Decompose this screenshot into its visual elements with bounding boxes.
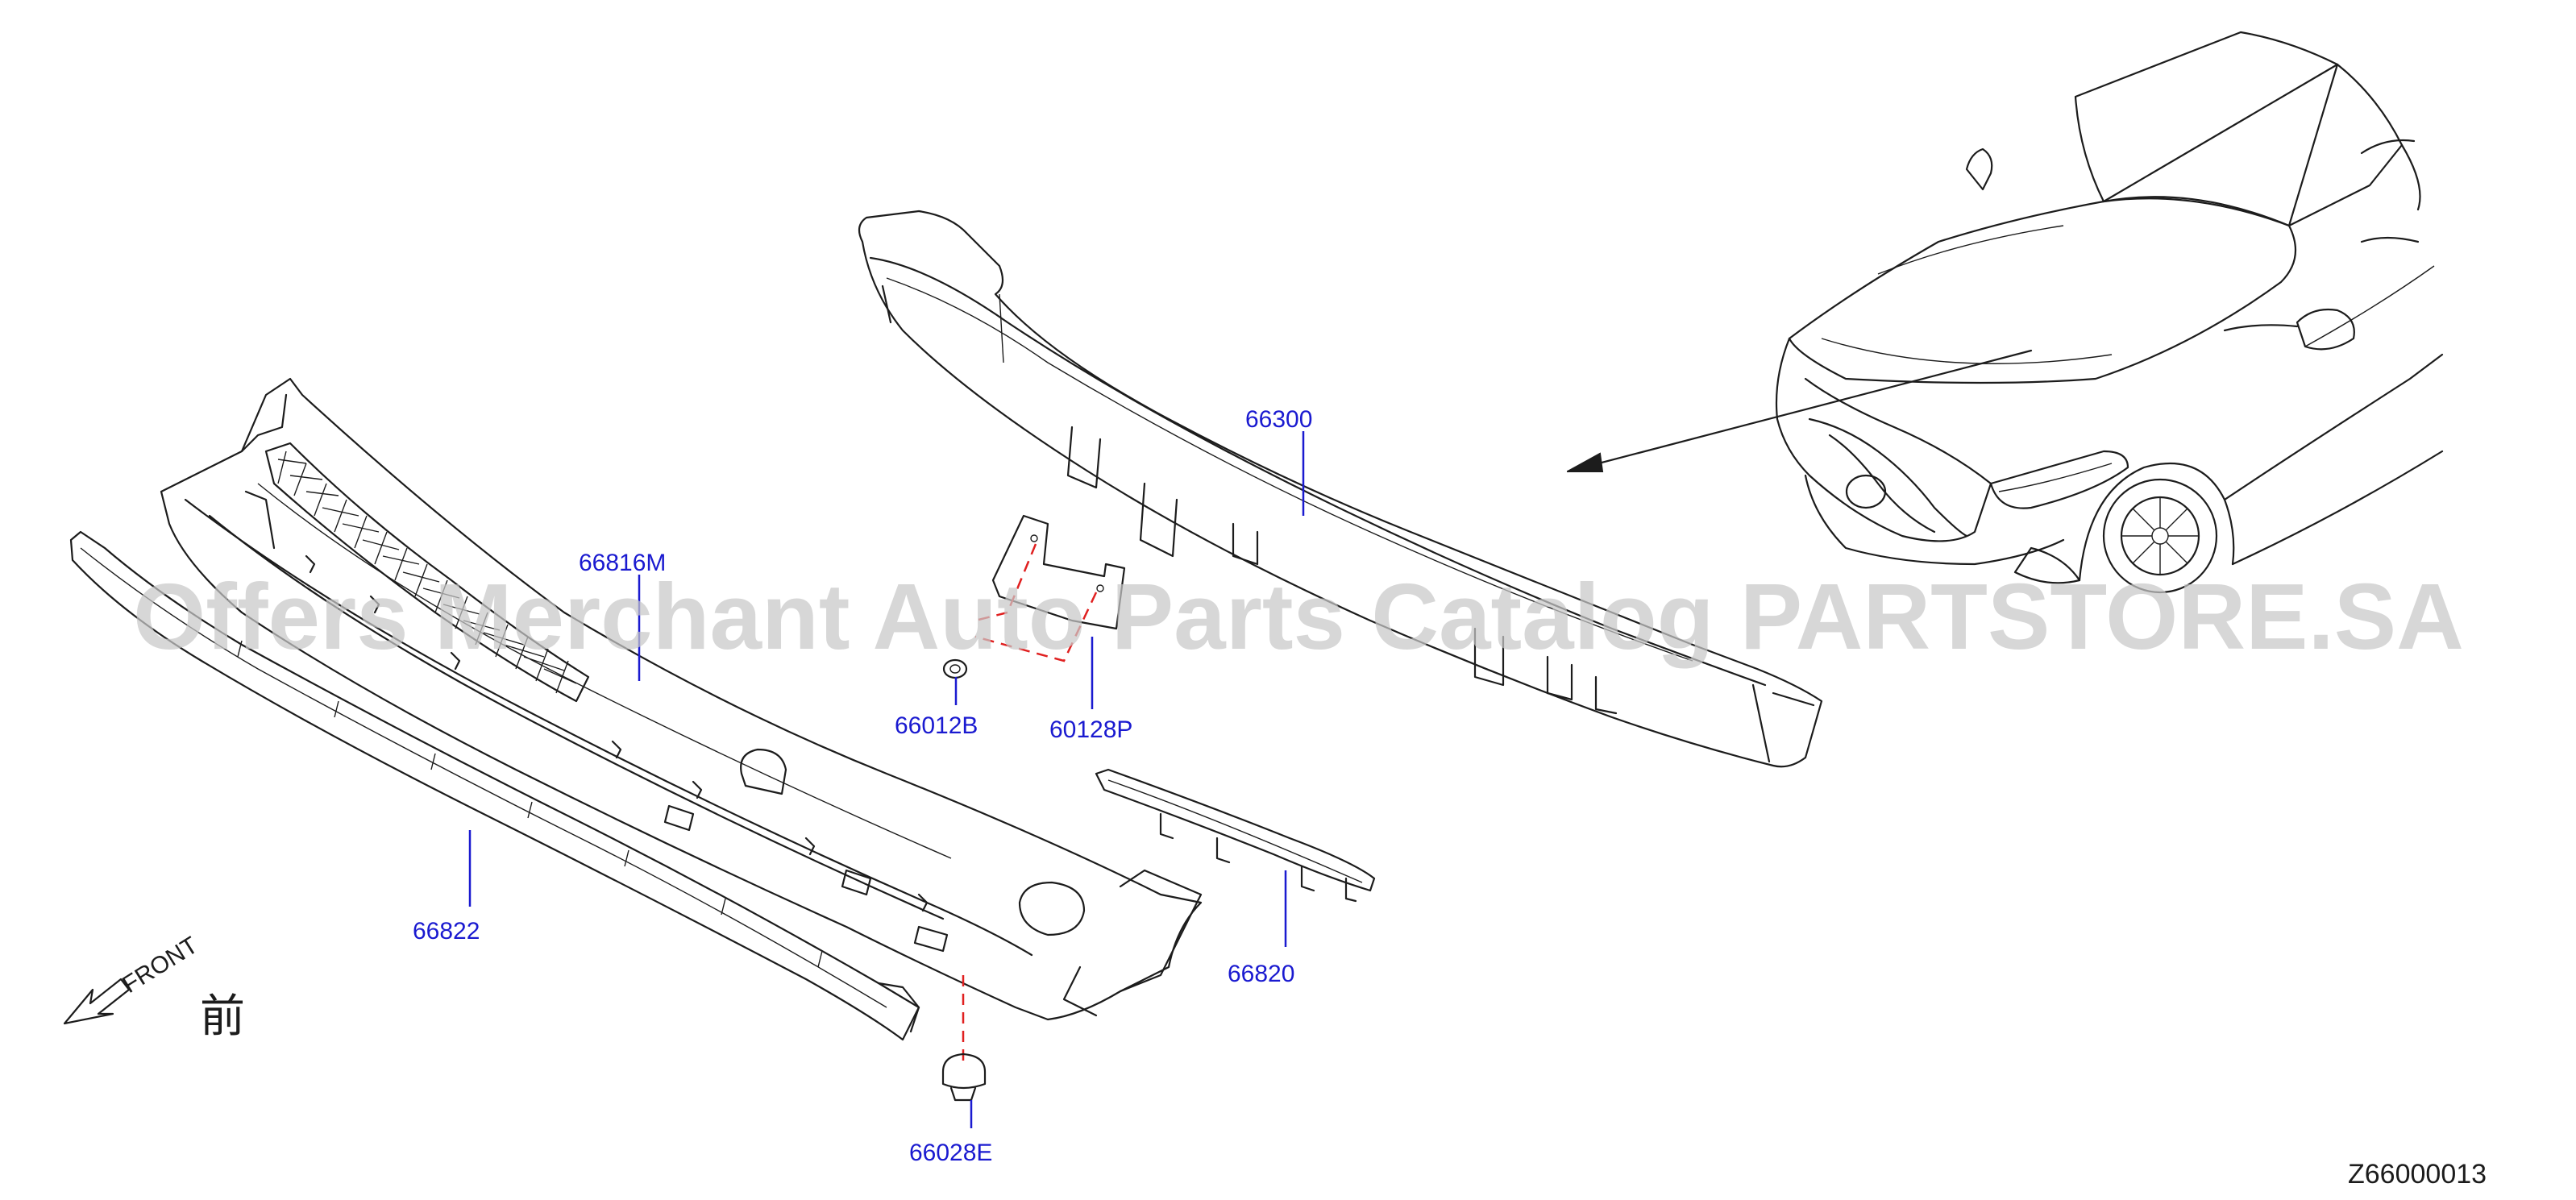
part-60128P-drawing (974, 514, 1126, 662)
front-kanji: 前 (200, 990, 245, 1043)
part-66028E-drawing (941, 1053, 987, 1102)
vehicle-outline (1566, 31, 2444, 594)
part-label-66816M[interactable]: 66816M (579, 550, 666, 576)
part-66816M-drawing (160, 377, 1203, 1021)
part-label-66028E[interactable]: 66028E (909, 1140, 992, 1166)
part-label-66300[interactable]: 66300 (1245, 406, 1312, 433)
mesh-hatching (277, 451, 577, 694)
leader-lines (468, 431, 1305, 1128)
front-indicator: FRONT 前 (63, 932, 245, 1043)
watermark-text: Offers Merchant Auto Parts Catalog PARTS… (133, 564, 2464, 669)
part-label-66820[interactable]: 66820 (1228, 961, 1294, 987)
diagram-id: Z66000013 (2348, 1159, 2487, 1190)
part-label-60128P[interactable]: 60128P (1049, 716, 1132, 743)
part-66822-drawing (69, 530, 920, 1041)
part-66820-drawing (1095, 768, 1376, 903)
part-labels: 66300 66816M 66012B 60128P 66822 66820 6… (413, 406, 1312, 1166)
part-66300-drawing (858, 210, 1823, 768)
part-label-66822[interactable]: 66822 (413, 918, 480, 945)
front-arrow-icon (63, 978, 131, 1025)
part-label-66012B[interactable]: 66012B (895, 712, 978, 739)
front-label: FRONT (118, 932, 202, 999)
